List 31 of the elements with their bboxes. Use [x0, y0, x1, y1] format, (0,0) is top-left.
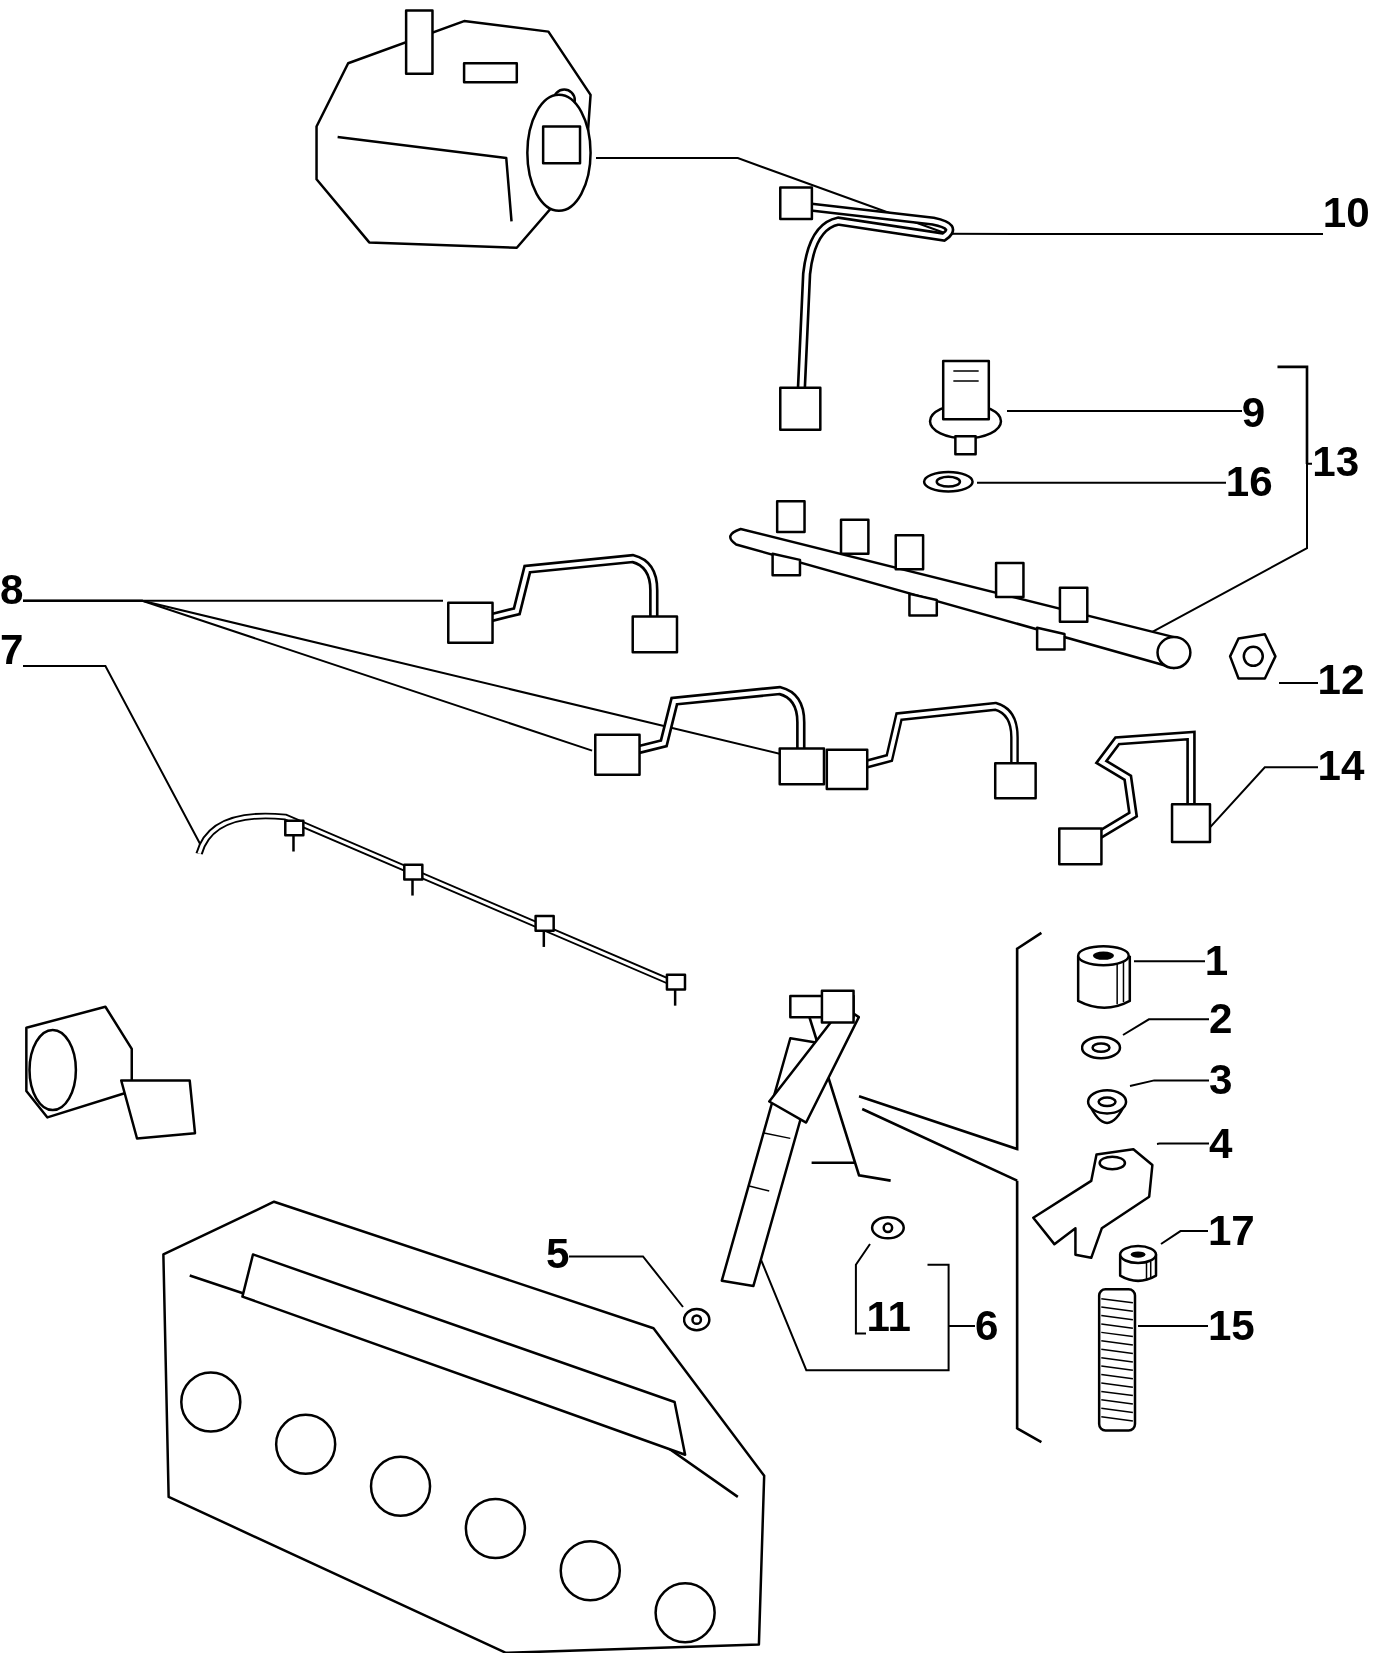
leader-line [1278, 682, 1319, 684]
leader-line [1209, 766, 1319, 829]
callout-number: 10 [1322, 191, 1370, 234]
callout-number: 1 [1204, 940, 1229, 983]
callout-number: 6 [974, 1304, 999, 1348]
callout-number: 9 [1241, 392, 1266, 435]
leader-line [1006, 410, 1243, 413]
leader-line [854, 1243, 871, 1335]
leader-line [1160, 1230, 1209, 1245]
callout-number: 2 [1208, 998, 1233, 1041]
leader-line [1133, 960, 1206, 963]
leader-line [1137, 1325, 1209, 1327]
stud-drawing [1096, 1285, 1139, 1434]
callout-number: 8 [0, 569, 24, 612]
callout-number: 16 [1225, 460, 1273, 503]
callout-number: 4 [1208, 1122, 1233, 1165]
callout-number: 14 [1317, 745, 1365, 788]
callout-number: 15 [1207, 1304, 1255, 1348]
callout-number: 12 [1317, 658, 1365, 701]
leader-line [568, 1255, 684, 1308]
callout-number: 11 [866, 1296, 911, 1339]
callout-number: 13 [1312, 440, 1360, 483]
nut-drawing [1227, 630, 1279, 683]
callout-number: 5 [546, 1233, 570, 1276]
leader-line [1156, 1142, 1210, 1145]
callout-number: 3 [1208, 1059, 1233, 1102]
callout-number: 17 [1207, 1210, 1255, 1253]
leader-line [1129, 1079, 1210, 1087]
leader-line [1122, 1018, 1210, 1036]
leader-line [976, 481, 1227, 484]
callout-number: 7 [0, 629, 24, 672]
